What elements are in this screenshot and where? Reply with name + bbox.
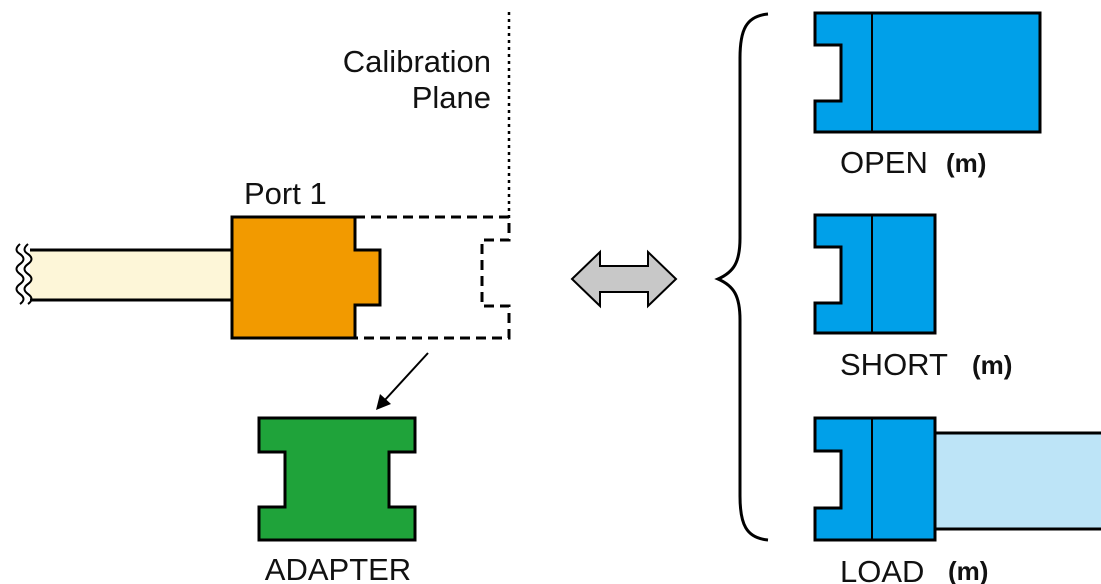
cable [10,243,234,306]
open-label: OPEN [840,145,928,180]
open-gender-label: (m) [946,148,986,178]
open-standard [813,11,1042,134]
adapter-pointer-arrow [376,352,429,410]
short-label: SHORT [840,347,948,382]
load-label: LOAD [840,554,924,584]
adapter-placeholder [355,215,511,340]
wavy-break-icon [10,243,33,306]
adapter-label: ADAPTER [265,552,411,584]
port-label: Port 1 [244,176,327,211]
calibration-plane-label-line2: Plane [412,80,491,115]
load-gender-label: (m) [948,556,988,584]
short-gender-label: (m) [972,350,1012,380]
port-1-connector [230,215,382,340]
calibration-plane-label-line1: Calibration [343,44,491,79]
double-arrow-icon [570,249,678,309]
adapter [257,416,417,542]
curly-brace-icon [714,12,769,542]
short-standard [813,213,937,335]
load-standard [813,416,1101,542]
